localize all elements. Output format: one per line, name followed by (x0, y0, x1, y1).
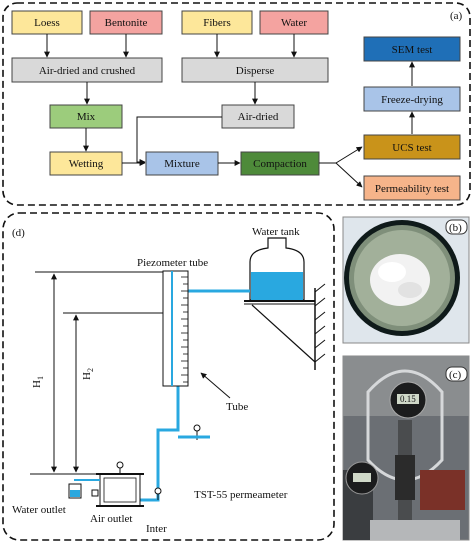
node-sem-label: SEM test (392, 44, 433, 56)
side-gauge-display (353, 473, 371, 482)
node-water-label: Water (281, 17, 307, 29)
outlet-beaker-water (70, 490, 80, 497)
air-outlet-valve (91, 489, 99, 497)
air-outlet-label: Air outlet (90, 513, 132, 525)
node-ucs-label: UCS test (392, 142, 431, 154)
node-air-dried-label: Air-dried (238, 111, 279, 123)
specimen-holder (395, 455, 415, 500)
piezometer-tube (162, 270, 189, 387)
arrow-to-perm (335, 162, 363, 188)
panel-a-frame (2, 2, 471, 206)
gauge-reading: 0.15 (400, 394, 416, 404)
node-ucs (363, 134, 461, 160)
permeameter-inner (103, 477, 137, 503)
node-bentonite-label: Bentonite (105, 17, 148, 29)
tube-pointer (200, 372, 231, 399)
arrow-to-ucs (335, 146, 363, 164)
node-sem (363, 36, 461, 62)
node-wetting-label: Wetting (69, 158, 104, 170)
node-disperse-label: Disperse (236, 65, 275, 77)
node-perm (363, 175, 461, 201)
node-fibers-label: Fibers (203, 17, 231, 29)
gauge-display (397, 394, 419, 404)
panel-d-label: (d) (12, 227, 25, 239)
inter-label: Inter (146, 523, 167, 535)
node-freeze (363, 86, 461, 112)
proving-ring (366, 369, 444, 482)
node-mixture-label: Mixture (164, 158, 200, 170)
panel-a-label: (a) (450, 10, 463, 22)
panel-c-label-box (445, 366, 468, 382)
tank-water (251, 272, 303, 300)
node-compaction-label: Compaction (253, 158, 307, 170)
permeameter-body (99, 473, 141, 507)
node-loess-label: Loess (34, 17, 60, 29)
panel-b-label-box (445, 219, 468, 235)
node-freeze-label: Freeze-drying (381, 94, 443, 106)
node-perm-label: Permeability test (375, 183, 449, 195)
water-tank-label: Water tank (252, 226, 300, 238)
node-air-dried-crushed (11, 57, 163, 83)
panel-b-label: (b) (449, 222, 462, 234)
shelf-brace (251, 304, 316, 363)
piezometer-scale (181, 276, 188, 383)
panel-c-label: (c) (449, 369, 462, 381)
h2-label: H2 (81, 368, 95, 380)
permeameter-top-valve (116, 461, 124, 469)
fiber-shadow (398, 282, 422, 298)
water-outlet-label: Water outlet (12, 504, 66, 516)
piezometer-label: Piezometer tube (137, 257, 208, 269)
tube-valve (193, 424, 201, 432)
tube-line (140, 289, 250, 502)
wall-hatch (314, 283, 326, 363)
h1-label: H1 (31, 376, 45, 388)
fiber-highlight (378, 262, 406, 282)
inlet-valve (154, 487, 162, 495)
node-mix-label: Mix (77, 111, 96, 123)
node-air-dried-crushed-label: Air-dried and crushed (39, 65, 136, 77)
tube-label: Tube (226, 401, 248, 413)
base-plate (370, 520, 460, 540)
bag-in-background (420, 470, 465, 510)
panel-d-frame (2, 212, 335, 541)
permeameter-label: TST-55 permeameter (194, 489, 288, 501)
